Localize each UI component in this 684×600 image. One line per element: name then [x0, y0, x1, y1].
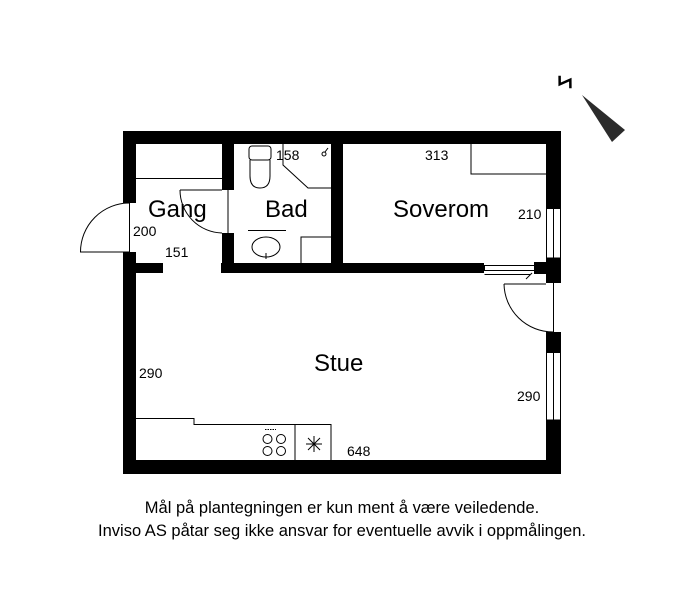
bath-door-arc: [179, 189, 223, 234]
doors: [79, 189, 554, 333]
north-arrow-icon: [558, 75, 625, 142]
entry-door-arc: [79, 202, 130, 253]
bedroom-sliding-door: [484, 265, 535, 271]
stove-icon: [262, 429, 286, 456]
dim-stue-width: 648: [347, 443, 371, 459]
balcony-door-arc: [503, 283, 554, 333]
disclaimer-line-1: Mål på plantegningen er kun ment å være …: [144, 499, 540, 517]
room-label-soverom: Soverom: [393, 196, 490, 223]
shower-head: [321, 151, 327, 157]
kitchen-sink-icon: [306, 436, 322, 452]
toilet-tank: [248, 145, 272, 161]
dim-gang-width: 151: [165, 244, 189, 260]
fixtures: [136, 144, 546, 460]
dim-soverom-width: 313: [425, 147, 449, 163]
walls: [123, 131, 561, 474]
shower: [282, 144, 331, 189]
room-label-bad: Bad: [265, 196, 308, 223]
disclaimer-line-2: Inviso AS påtar seg ikke ansvar for even…: [98, 522, 586, 540]
wardrobe: [470, 144, 546, 175]
kitchen-counter: [136, 418, 332, 460]
dim-gang-height: 200: [133, 223, 157, 239]
disclaimer: Mål på plantegningen er kun ment å være …: [0, 497, 684, 543]
dim-stue-left-height: 290: [139, 365, 163, 381]
room-label-gang: Gang: [148, 196, 207, 223]
bath-cabinet: [300, 236, 331, 263]
dim-bad-width: 158: [276, 147, 300, 163]
windows: [546, 208, 561, 421]
dim-soverom-height: 210: [518, 206, 542, 222]
toilet-bowl: [249, 160, 271, 189]
room-label-stue: Stue: [314, 350, 364, 377]
dim-stue-right-height: 290: [517, 388, 541, 404]
